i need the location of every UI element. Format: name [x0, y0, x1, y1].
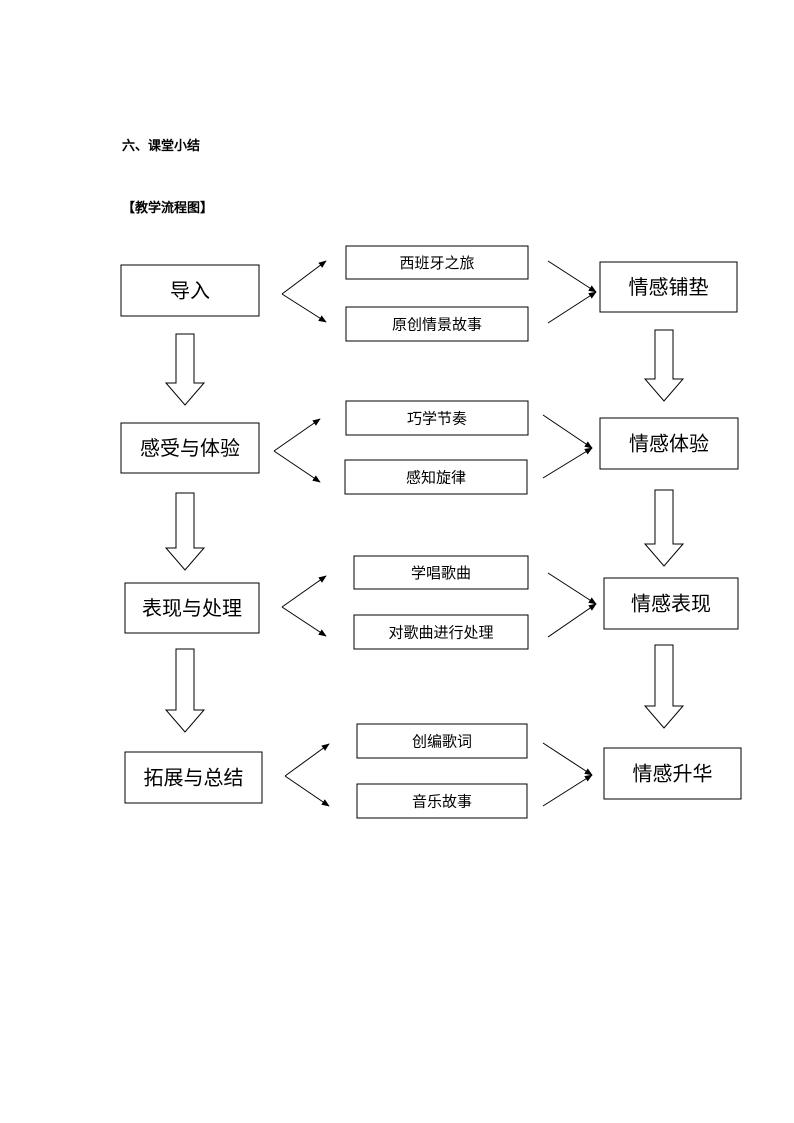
step-1-emotion-box: [599, 261, 738, 313]
right-down-arrow-2: [643, 489, 685, 567]
step-3-activity-1-box: [353, 555, 529, 590]
right-down-arrow-3: [643, 644, 685, 729]
step-3-join-arrow-down: [547, 603, 597, 638]
section-title: 六、课堂小结: [122, 139, 201, 154]
left-down-arrow-3: [164, 648, 206, 733]
step-1-fork-arrow-up: [281, 260, 327, 295]
step-4-emotion-label: 情感升华: [633, 762, 713, 786]
step-2-activity-1-box: [345, 400, 529, 436]
step-3-left-box: [124, 582, 260, 634]
step-2-left-box: [120, 422, 260, 474]
step-4-emotion-box: [603, 747, 742, 800]
step-4-join-arrow-up: [542, 742, 593, 776]
step-2-fork-arrow-down: [273, 450, 321, 483]
step-3-fork-arrow-down: [281, 606, 327, 637]
step-4-activity-1-box: [356, 723, 528, 759]
step-1-fork-arrow-down: [281, 293, 327, 323]
step-4-left-box: [124, 751, 263, 804]
left-down-arrow-2: [164, 492, 206, 571]
flow-label: 【教学流程图】: [122, 201, 214, 216]
step-2-left-label: 感受与体验: [140, 436, 240, 460]
step-1-join-arrow-down: [547, 291, 597, 324]
step-3-join-arrow-up: [547, 572, 597, 605]
step-1-join-arrow-up: [547, 260, 597, 293]
step-4-left-label: 拓展与总结: [144, 766, 244, 790]
step-3-activity-2-label: 对歌曲进行处理: [388, 623, 493, 641]
step-3-emotion-label: 情感表现: [631, 592, 711, 616]
step-1-left-label: 导入: [170, 279, 210, 303]
step-2-activity-2-box: [344, 459, 528, 495]
step-4-fork-arrow-up: [284, 743, 330, 777]
step-4-activity-2-label: 音乐故事: [412, 792, 472, 810]
step-1-activity-1-box: [345, 245, 529, 280]
step-4-join-arrow-down: [542, 774, 593, 807]
step-2-activity-2-label: 感知旋律: [406, 468, 466, 486]
step-4-activity-2-box: [356, 783, 528, 819]
step-2-join-arrow-up: [542, 414, 593, 449]
step-2-emotion-label: 情感体验: [629, 432, 709, 456]
step-3-activity-2-box: [353, 614, 529, 650]
step-4-fork-arrow-down: [284, 775, 330, 807]
step-1-left-box: [120, 264, 260, 317]
step-3-emotion-box: [603, 577, 739, 630]
step-4-activity-1-label: 创编歌词: [412, 732, 472, 750]
step-3-fork-arrow-up: [281, 575, 327, 608]
step-1-activity-2-label: 原创情景故事: [392, 315, 482, 333]
right-down-arrow-1: [643, 329, 685, 402]
step-3-activity-1-label: 学唱歌曲: [411, 564, 471, 582]
step-1-activity-1-label: 西班牙之旅: [399, 254, 474, 272]
step-2-activity-1-label: 巧学节奏: [407, 409, 467, 427]
step-1-emotion-label: 情感铺垫: [629, 275, 709, 299]
step-3-left-label: 表现与处理: [142, 596, 242, 620]
left-down-arrow-1: [164, 333, 206, 406]
step-2-fork-arrow-up: [273, 418, 321, 452]
step-2-join-arrow-down: [542, 447, 593, 479]
step-1-activity-2-box: [345, 306, 529, 342]
step-2-emotion-box: [599, 417, 739, 470]
